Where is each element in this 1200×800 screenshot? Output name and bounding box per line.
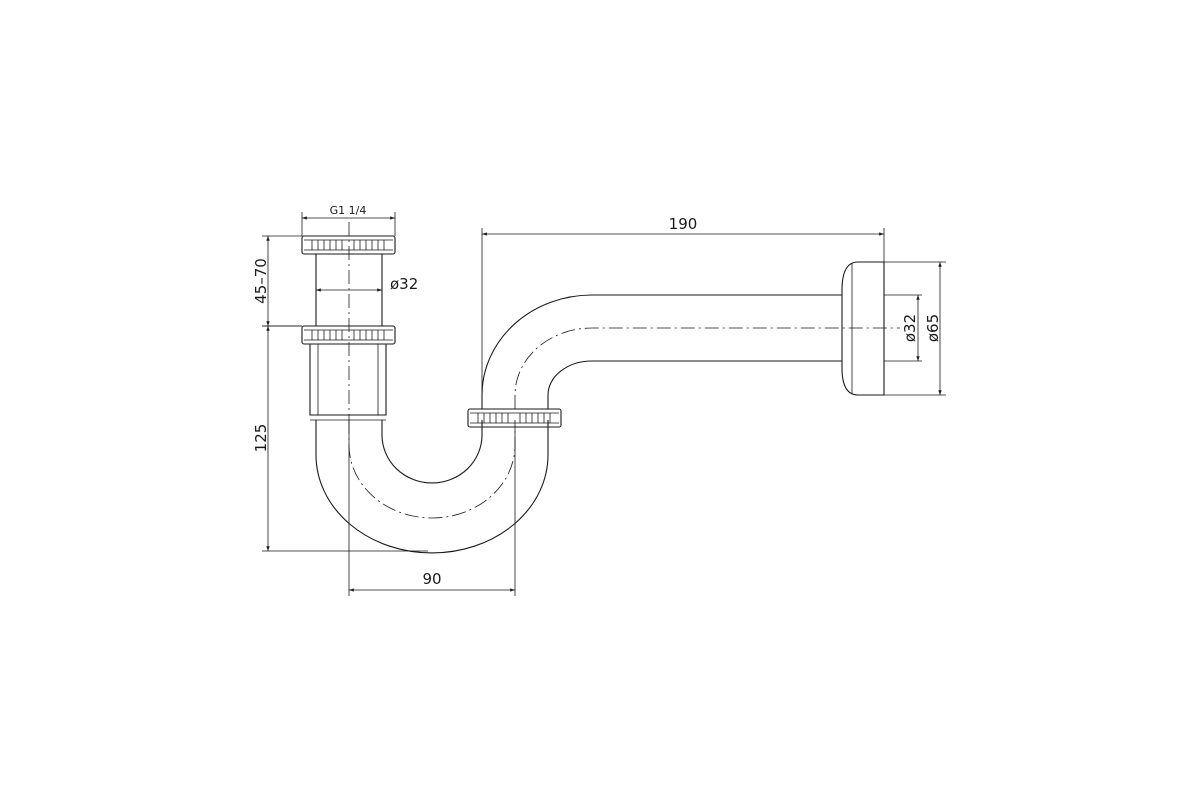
u-bend [315, 420, 549, 554]
dimension-offset [348, 420, 516, 596]
elbow-to-wall-pipe [481, 294, 900, 409]
height-label: 125 [252, 424, 270, 453]
lower-threaded-nut [301, 325, 396, 345]
dimension-thread [301, 212, 396, 236]
wall-flange [841, 261, 905, 396]
dimension-height [262, 325, 428, 552]
offset-label: 90 [422, 570, 441, 588]
tail-length-label: 45–70 [252, 258, 270, 304]
sleeve [309, 344, 387, 421]
middle-threaded-nut [467, 408, 562, 428]
dimension-wall-length [481, 228, 885, 395]
wall-length-label: 190 [669, 215, 698, 233]
tail-diameter-label: ø32 [390, 275, 418, 293]
top-threaded-nut [301, 235, 396, 255]
wall-pipe-diameter-label: ø32 [901, 314, 919, 342]
dimension-flange-diameter [884, 261, 946, 396]
flange-diameter-label: ø65 [924, 314, 942, 342]
thread-label: G1 1/4 [330, 204, 367, 217]
